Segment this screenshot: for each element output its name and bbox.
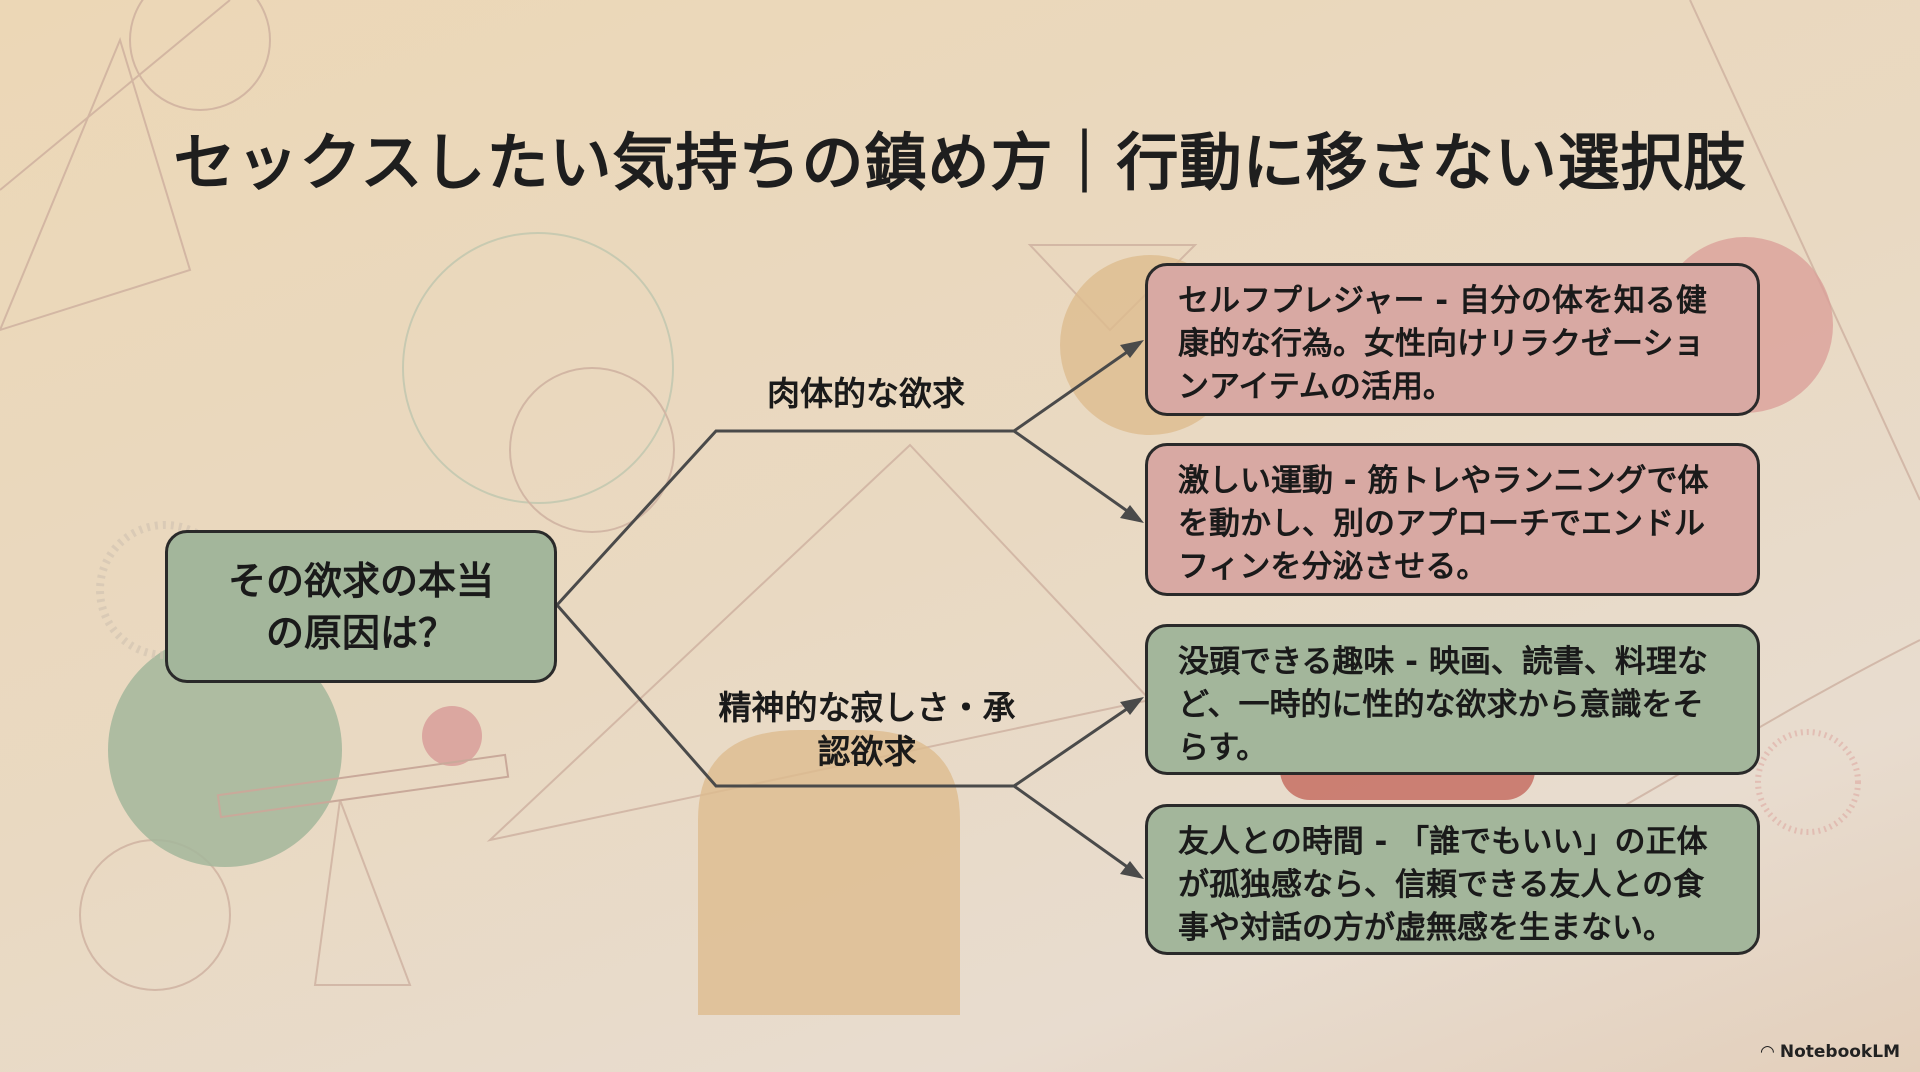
option-text: 没頭できる趣味 - 映画、読書、料理など、一時的に性的な欲求から意識をそらす。	[1178, 644, 1708, 766]
branch-label-mental: 精神的な寂しさ・承認欲求	[718, 688, 1016, 771]
arrowheads	[1120, 340, 1144, 879]
option-hobby: 没頭できる趣味 - 映画、読書、料理など、一時的に性的な欲求から意識をそらす。	[1145, 624, 1760, 775]
root-label: その欲求の本当の原因は？	[227, 558, 494, 655]
option-friends: 友人との時間 - 「誰でもいい」の正体が孤独感なら、信頼できる友人との食事や対話…	[1145, 804, 1760, 955]
option-exercise: 激しい運動 - 筋トレやランニングで体を動かし、別のアプローチでエンドルフィンを…	[1145, 443, 1760, 596]
option-self-pleasure: セルフプレジャー - 自分の体を知る健康的な行為。女性向けリラクゼーションアイテ…	[1145, 263, 1760, 416]
option-text: セルフプレジャー - 自分の体を知る健康的な行為。女性向けリラクゼーションアイテ…	[1178, 283, 1707, 405]
notebooklm-watermark: ◠ NotebookLM	[1761, 1042, 1900, 1062]
branch-label-physical: 肉体的な欲求	[767, 374, 965, 413]
brand-text: NotebookLM	[1779, 1042, 1900, 1062]
option-text: 友人との時間 - 「誰でもいい」の正体が孤独感なら、信頼できる友人との食事や対話…	[1178, 824, 1708, 946]
notebooklm-logo-icon: ◠	[1760, 1042, 1780, 1062]
page-title: セックスしたい気持ちの鎮め方｜行動に移さない選択肢	[173, 126, 1747, 199]
option-text: 激しい運動 - 筋トレやランニングで体を動かし、別のアプローチでエンドルフィンを…	[1178, 463, 1709, 585]
root-node: その欲求の本当の原因は？	[165, 530, 557, 683]
connector-lines	[555, 341, 1141, 878]
